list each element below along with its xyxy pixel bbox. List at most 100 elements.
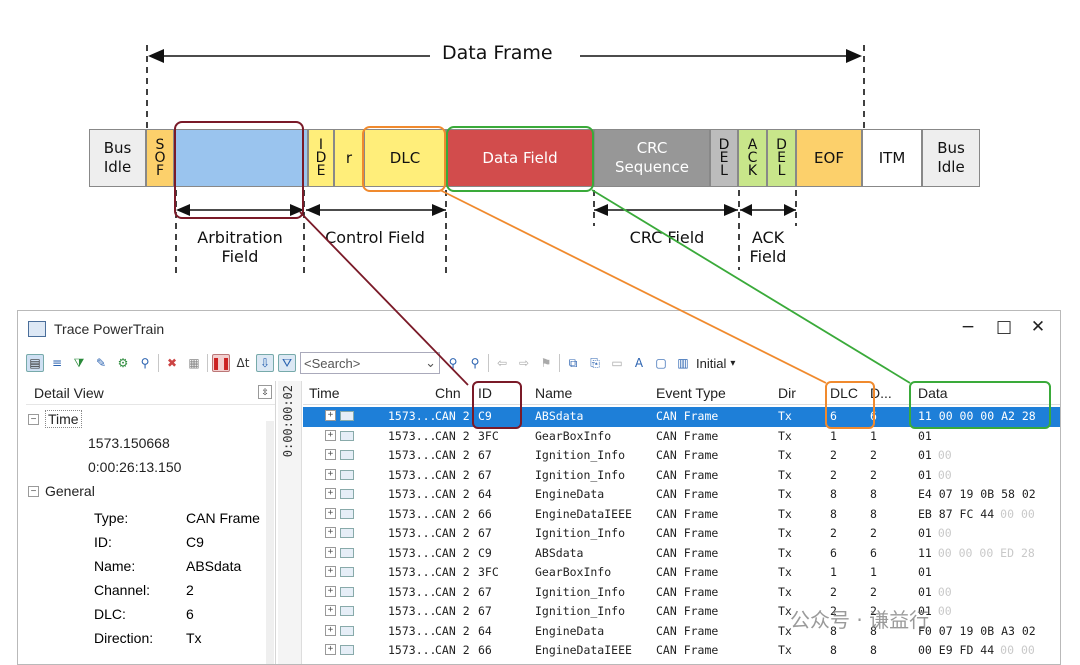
cell-name: GearBoxInfo (535, 565, 612, 579)
time-mode-icon[interactable]: Δt (236, 356, 250, 370)
forward-icon[interactable]: ⇨ (518, 356, 530, 370)
data-field: Data Field (446, 129, 594, 187)
watermark: 公众号 · 谦益行 (790, 608, 930, 632)
maximize-button[interactable]: □ (995, 317, 1013, 337)
expand-icon[interactable]: + (325, 605, 336, 616)
cell-chn: CAN 2 (435, 448, 470, 462)
expand-icon[interactable]: + (325, 410, 336, 421)
font-icon[interactable]: A (634, 356, 644, 370)
collapse-icon[interactable]: − (28, 413, 39, 425)
search-input[interactable]: <Search>⌄ (300, 352, 440, 374)
search-next-icon[interactable]: ⚲ (470, 356, 480, 370)
property-value: Tx (186, 630, 202, 646)
eof-field: EOF (796, 129, 862, 187)
copy-icon[interactable]: ⧉ (568, 355, 578, 370)
chevron-down-icon: ⌄ (425, 355, 436, 370)
bus-idle-left: Bus Idle (89, 129, 146, 187)
expand-icon[interactable]: + (325, 546, 336, 558)
initial-chevron-icon[interactable]: ▾ (730, 357, 736, 369)
cell-dlc: 8 (830, 623, 837, 638)
symbol-icon[interactable]: ⚙ (117, 356, 129, 370)
scrollbar[interactable] (266, 421, 274, 664)
export-icon[interactable]: ⎘ (590, 355, 600, 370)
tree-item-time[interactable]: Time (45, 410, 82, 428)
cell-time: 1573... (388, 487, 437, 501)
col-id[interactable]: ID (478, 385, 492, 401)
col-data[interactable]: Data (918, 385, 948, 401)
expand-icon[interactable]: + (325, 488, 336, 499)
expand-icon[interactable]: + (325, 507, 336, 519)
message-icon (340, 528, 354, 538)
filter-view-icon[interactable]: ⛛ (278, 354, 296, 372)
cell-dir: Tx (778, 467, 792, 482)
cell-dlc: 6 (830, 545, 837, 560)
search-prev-icon[interactable]: ⚲ (448, 356, 458, 370)
cell-event: CAN Frame (656, 428, 719, 443)
cell-chn: CAN 2 (435, 526, 470, 540)
col-dlc[interactable]: DLC (830, 385, 859, 401)
col-dir[interactable]: Dir (778, 385, 796, 401)
initial-icon[interactable]: ▥ (677, 356, 689, 370)
collapse-icon[interactable]: − (28, 485, 39, 497)
filter-icon[interactable]: ⧩ (73, 355, 85, 370)
columns-icon[interactable]: ≡ (51, 356, 63, 370)
cell-chn: CAN 2 (435, 487, 470, 501)
marker-icon[interactable]: ⚑ (540, 356, 552, 370)
col-time[interactable]: Time (309, 385, 340, 401)
initial-dropdown[interactable]: Initial (696, 355, 727, 371)
cell-time: 1573... (388, 565, 437, 579)
col-d[interactable]: D... (870, 385, 892, 401)
expand-icon[interactable]: + (325, 644, 336, 655)
data-bytes: E4 07 19 0B 58 02 (918, 487, 1036, 501)
expand-icon[interactable]: + (325, 449, 336, 460)
paint-icon[interactable]: ✎ (95, 356, 107, 370)
property-value: CAN Frame (186, 510, 260, 526)
tree-item-general[interactable]: General (45, 483, 95, 499)
property-row: Type:CAN Frame (26, 506, 266, 530)
expand-icon[interactable]: + (325, 624, 336, 636)
cell-name: GearBoxInfo (535, 428, 612, 443)
expand-icon[interactable]: + (325, 585, 336, 597)
data-bytes-faint: 00 (937, 526, 952, 540)
col-event-type[interactable]: Event Type (656, 385, 726, 401)
dlc-field: DLC (364, 129, 446, 187)
clear-icon[interactable]: ▦ (188, 356, 200, 370)
find-icon[interactable]: ⚲ (140, 356, 150, 370)
minimize-button[interactable]: − (960, 317, 976, 337)
back-icon[interactable]: ⇦ (496, 356, 508, 370)
cell-dir: Tx (778, 623, 792, 638)
pause-icon[interactable]: ❚❚ (210, 354, 232, 372)
message-icon (340, 469, 354, 480)
close-button[interactable]: ✕ (1030, 317, 1046, 337)
cell-d: 8 (870, 487, 877, 501)
delete-icon[interactable]: ✖ (166, 356, 178, 370)
pin-icon[interactable]: ⇳ (258, 385, 272, 399)
bus-idle-right: Bus Idle (922, 129, 980, 187)
cell-dir: Tx (778, 487, 792, 501)
cell-name: EngineDataIEEE (535, 506, 632, 521)
layout-icon[interactable]: ▭ (611, 356, 623, 370)
expand-icon[interactable]: + (325, 527, 336, 538)
col-name[interactable]: Name (535, 385, 573, 401)
expand-icon[interactable]: + (325, 566, 336, 577)
scroll-icon[interactable]: ⇩ (256, 354, 274, 372)
cell-dir: Tx (778, 584, 792, 599)
col-chn[interactable]: Chn (435, 385, 461, 401)
expand-icon[interactable]: + (325, 429, 336, 441)
window-icon[interactable]: ▢ (655, 356, 667, 370)
expand-icon[interactable]: + (325, 468, 336, 480)
detail-view-icon[interactable]: ▤ (26, 354, 44, 372)
